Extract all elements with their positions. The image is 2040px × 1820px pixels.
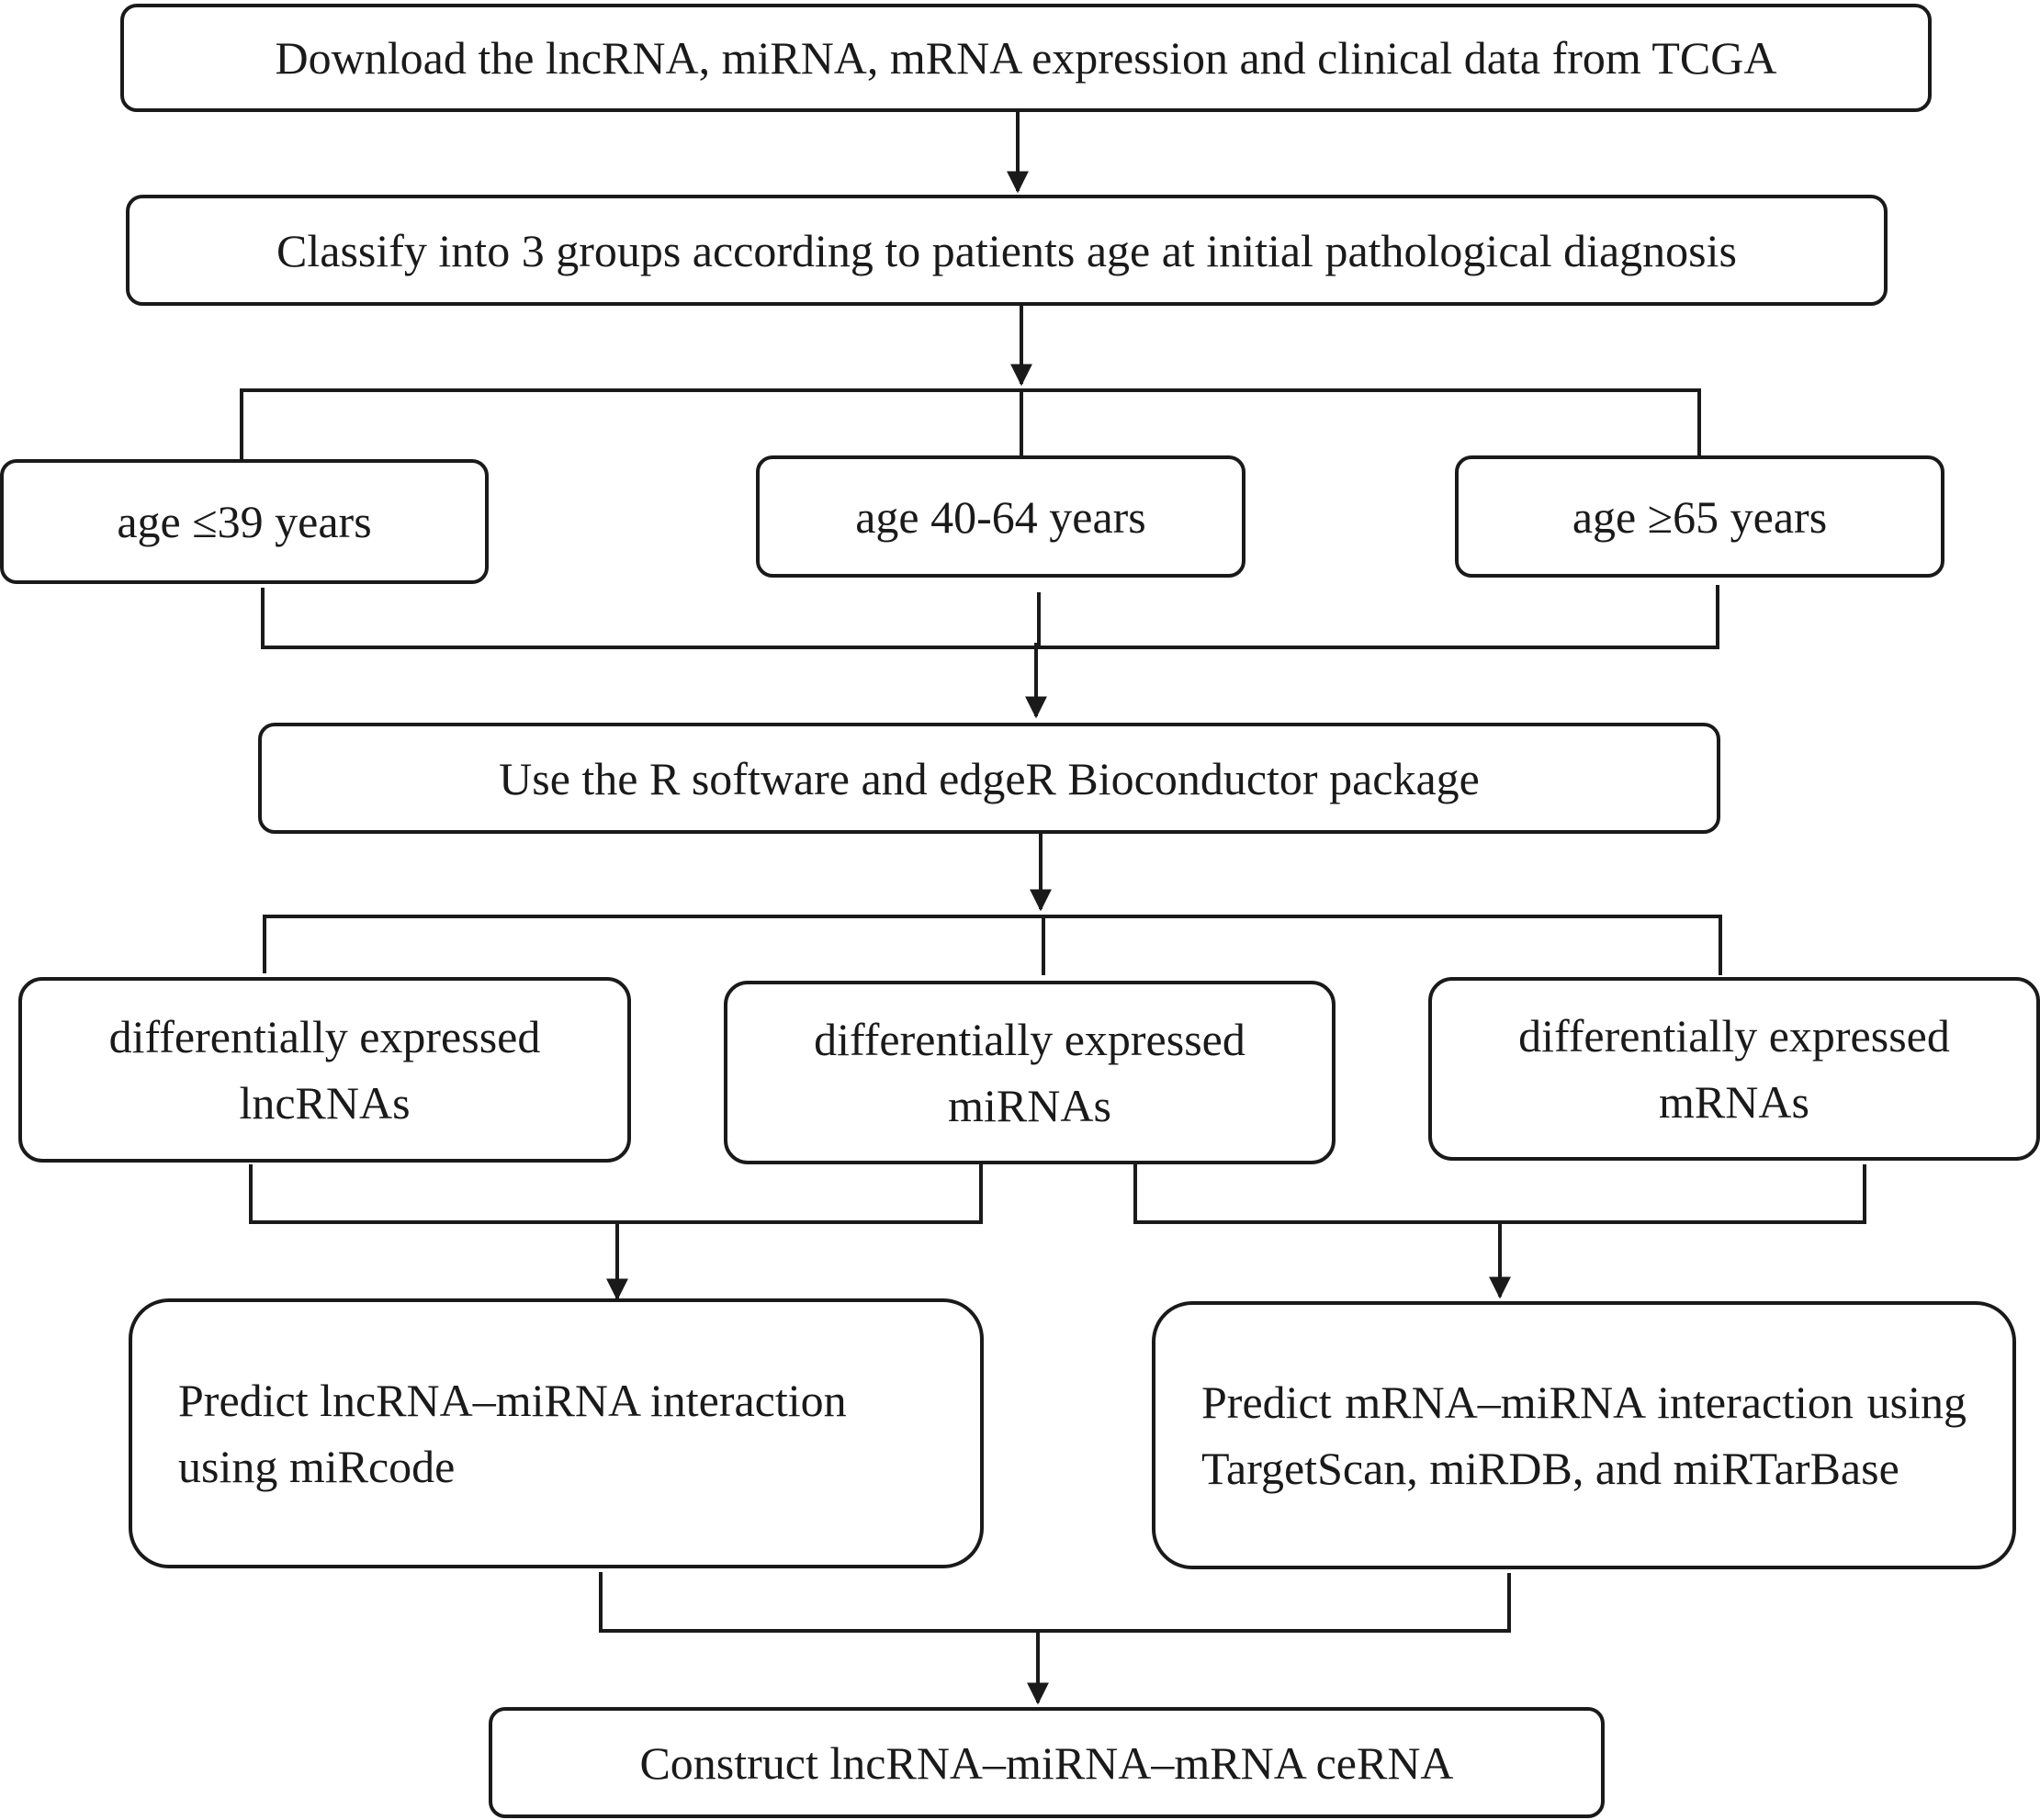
age-group-over-65-text: age ≥65 years [1572, 490, 1828, 543]
de-mrnas-line1: differentially expressed [1518, 1010, 1950, 1062]
merge-mi-mrna [1133, 1164, 1866, 1224]
de-lncrnas-line1: differentially expressed [108, 1011, 541, 1062]
merge-predictions [599, 1572, 1511, 1633]
step-download-text: Download the lncRNA, miRNA, mRNA express… [275, 32, 1777, 84]
de-mirnas-line2: miRNAs [948, 1080, 1111, 1131]
age-group-under-39-box: age ≤39 years [0, 459, 489, 584]
predict-lncrna-mirna-box: Predict lncRNA–miRNA interaction using m… [129, 1298, 984, 1568]
de-mirnas-box: differentially expressed miRNAs [724, 981, 1336, 1164]
predict-mrna-mirna-text: Predict mRNA–miRNA interaction using Tar… [1201, 1376, 1967, 1494]
step-construct-text: Construct lncRNA–miRNA–mRNA ceRNA [639, 1736, 1454, 1789]
step-software-box: Use the R software and edgeR Bioconducto… [258, 723, 1720, 834]
age-group-40-64-text: age 40-64 years [855, 490, 1146, 543]
step-construct-box: Construct lncRNA–miRNA–mRNA ceRNA [489, 1707, 1605, 1818]
de-lncrnas-box: differentially expressed lncRNAs [18, 977, 631, 1163]
predict-mrna-mirna-box: Predict mRNA–miRNA interaction using Tar… [1152, 1301, 2016, 1569]
step-software-text: Use the R software and edgeR Bioconducto… [499, 752, 1480, 804]
age-group-over-65-box: age ≥65 years [1455, 455, 1944, 578]
step-download-box: Download the lncRNA, miRNA, mRNA express… [120, 4, 1932, 112]
predict-lncrna-mirna-line2: using miRcode [178, 1441, 456, 1492]
step-classify-text: Classify into 3 groups according to pati… [276, 224, 1737, 276]
predict-lncrna-mirna-line1: Predict lncRNA–miRNA interaction [178, 1375, 847, 1426]
step-classify-box: Classify into 3 groups according to pati… [126, 195, 1888, 306]
age-group-under-39-text: age ≤39 years [117, 496, 372, 547]
split-bus-de-groups [263, 915, 1722, 975]
merge-bus-age-groups [261, 585, 1719, 649]
de-mrnas-box: differentially expressed mRNAs [1428, 977, 2040, 1161]
de-mrnas-line2: mRNAs [1659, 1076, 1809, 1128]
de-lncrnas-line2: lncRNAs [239, 1077, 411, 1129]
age-group-40-64-box: age 40-64 years [756, 455, 1245, 578]
split-bus-age-groups [240, 388, 1701, 459]
merge-lnc-mi [249, 1164, 983, 1224]
de-mirnas-line1: differentially expressed [814, 1014, 1245, 1065]
